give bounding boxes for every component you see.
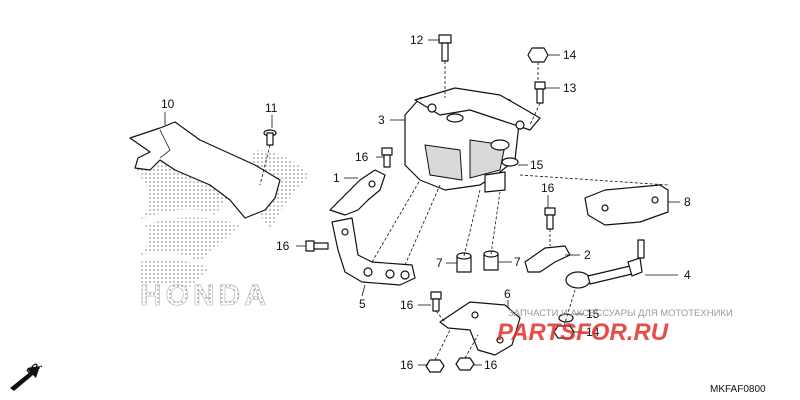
part-13-nut-top	[527, 47, 549, 82]
part-10-screw	[259, 129, 277, 186]
part-3-main-body	[404, 87, 541, 193]
watermark-tagline: ЗАПЧАСТИ И АКСЕССУАРЫ ДЛЯ МОТОТЕХНИКИ	[508, 308, 733, 319]
part-16-bolt-a	[381, 147, 393, 168]
part-7-collar-b	[483, 191, 501, 271]
part-2-clip	[524, 245, 571, 273]
callout-14-lower: 15	[586, 307, 600, 321]
callout-13-top: 14	[563, 48, 577, 62]
part-16-bolt-c	[430, 291, 446, 323]
callout-5: 5	[359, 297, 366, 311]
callout-12: 13	[563, 81, 577, 95]
callout-7-b: 7	[514, 255, 521, 269]
part-14-washer-lower	[558, 313, 574, 323]
part-16-bolt-d	[544, 207, 556, 246]
callout-13-lower: 14	[586, 325, 600, 339]
callout-10: 11	[265, 101, 278, 115]
callout-16-a: 16	[355, 150, 369, 164]
callout-16-c: 16	[400, 298, 414, 312]
part-8-plate	[519, 174, 669, 226]
callout-labels: 10 11 12 14 13 3 16 15 1 16 8 2 16 7 7 4…	[161, 33, 691, 372]
callout-14-upper: 15	[530, 158, 544, 172]
callout-7-a: 7	[436, 256, 443, 270]
callout-11: 12	[410, 33, 424, 47]
callout-15-b: 16	[484, 358, 498, 372]
part-14-washer-upper	[501, 157, 519, 167]
callout-3: 3	[378, 113, 385, 127]
callout-1: 1	[333, 171, 340, 185]
front-direction-arrow: FR.	[10, 360, 45, 391]
part-4-rod	[565, 239, 645, 289]
callout-8: 8	[684, 195, 691, 209]
callout-6: 6	[504, 287, 511, 301]
honda-logo-text: HONDA	[140, 279, 270, 312]
watermark: ЗАПЧАСТИ И АКСЕССУАРЫ ДЛЯ МОТОТЕХНИКИ PA…	[497, 308, 733, 346]
part-6-bracket	[439, 301, 521, 356]
diagram-code: MKFAF0800	[710, 384, 766, 395]
callout-4: 4	[684, 268, 691, 282]
part-13-nut-lower	[553, 289, 576, 339]
callout-15-a: 16	[400, 358, 414, 372]
part-1-bracket	[329, 169, 386, 216]
watermark-site: PARTSFOR.RU	[497, 319, 669, 346]
part-15-nut-a	[425, 329, 451, 373]
callout-9: 10	[161, 97, 175, 111]
part-12-bolt	[529, 81, 546, 126]
part-5-bracket	[331, 179, 441, 286]
callout-2: 2	[584, 248, 591, 262]
callout-16-b: 16	[276, 239, 290, 253]
callout-16-d: 16	[541, 181, 555, 195]
leader-lines	[164, 39, 680, 366]
part-15-nut-b	[455, 334, 479, 371]
part-16-bolt-b	[305, 240, 329, 252]
part-11-bolt	[438, 34, 452, 98]
part-9-cover	[129, 121, 281, 219]
part-7-collar-a	[456, 189, 481, 273]
